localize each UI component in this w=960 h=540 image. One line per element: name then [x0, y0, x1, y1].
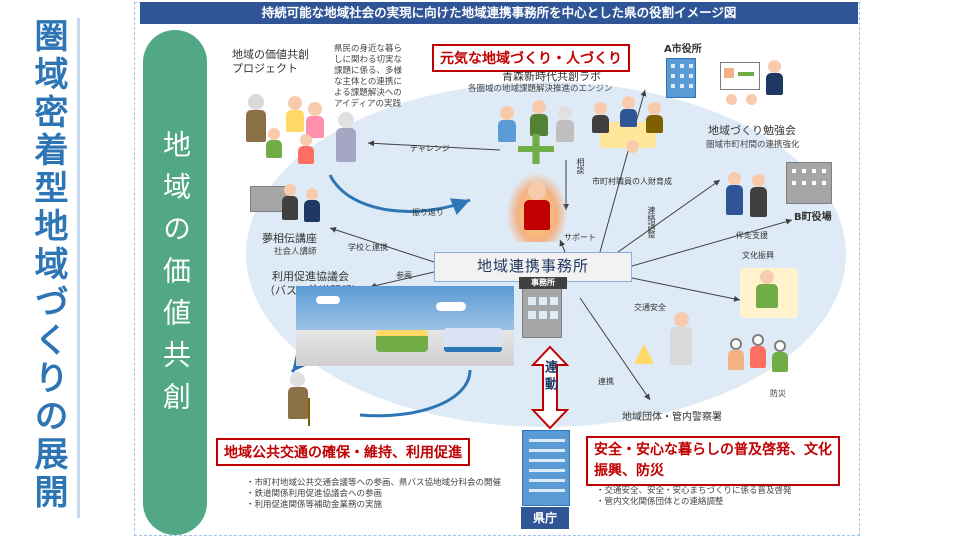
main-title: 圏域密着型地域づくりの展開 — [28, 18, 80, 518]
warning-sign-icon — [634, 344, 654, 364]
safety-bullet-list: ・交通安全、安全・安心まちづくりに係る普及啓発 ・管内文化関係団体との連絡調整 — [596, 486, 792, 508]
council-label: 利用促進協議会 — [272, 270, 349, 283]
value-cocreation-pillar: 地域の価値共創 — [143, 30, 207, 535]
coord-label: 連絡調整 — [647, 206, 656, 238]
heading-vitality: 元気な地域づくり・人づくり — [432, 44, 630, 72]
bus-train-scene — [296, 286, 514, 366]
aomori-lab-sublabel: 各圏域の地域課題解決推進のエンジン — [468, 84, 613, 94]
lab-members-illustration — [498, 100, 578, 170]
coop-label: 連携 — [598, 377, 614, 386]
staff-training-label: 市町村職員の人財育成 — [592, 177, 672, 186]
disaster-drill-illustration — [726, 334, 796, 384]
regional-office-building-icon: 事務所 — [519, 277, 567, 338]
aomori-lab-label: 青森新時代共創ラボ — [502, 70, 601, 83]
prefectural-office-icon — [522, 430, 570, 506]
motivated-staff-illustration — [506, 172, 568, 242]
study-group-sublabel: 圏域市町村間の連携強化 — [706, 140, 800, 150]
police-label: 地域団体・管内警察署 — [622, 412, 722, 423]
meeting-illustration — [590, 96, 666, 160]
bus-icon — [376, 330, 428, 352]
bullet-item: ・交通安全、安全・安心まちづくりに係る普及啓発 — [596, 486, 792, 496]
companion-label: 伴走支援 — [736, 231, 768, 240]
diagram-header: 持続可能な地域社会の実現に向けた地域連携事務所を中心とした県の役割イメージ図 — [140, 2, 858, 24]
culture-label: 文化振興 — [742, 251, 774, 260]
lecturer-illustration — [276, 184, 332, 224]
bullet-item: ・鉄道関係利用促進協議会への参画 — [246, 489, 383, 500]
office-sign: 事務所 — [519, 277, 567, 289]
reflection-label: 振り返り — [412, 208, 444, 217]
elderly-person-illustration — [284, 372, 312, 428]
heading-safety: 安全・安心な暮らしの普及啓発、文化振興、防災 — [586, 436, 840, 486]
residents-illustration — [238, 92, 368, 177]
companion-support-illustration — [722, 170, 774, 226]
disaster-label: 防災 — [770, 389, 786, 398]
yume-lecture-sublabel: 社会人講師 — [274, 247, 317, 257]
renkei-double-arrow — [531, 345, 569, 430]
a-city-label: A市役所 — [664, 44, 702, 55]
train-icon — [444, 328, 502, 352]
consult-label: 相談 — [576, 158, 585, 174]
yume-lecture-label: 夢相伝講座 — [262, 232, 317, 245]
traffic-officer-illustration — [630, 308, 700, 380]
heading-public-transport: 地域公共交通の確保・維持、利用促進 — [216, 438, 470, 466]
traffic-safety-label: 交通安全 — [634, 303, 666, 312]
support-label: サポート — [564, 233, 596, 242]
study-group-illustration — [720, 58, 790, 114]
school-coop-label: 学校と連携 — [348, 243, 388, 252]
transport-bullet-list: ・市町村地域公共交通会議等への参画、県バス協地域分科会の開催 ・鉄道関係利用促進… — [246, 478, 501, 511]
bullet-item: ・市町村地域公共交通会議等への参画、県バス協地域分科会の開催 — [246, 478, 502, 488]
value-project-label: 地域の価値共創 プロジェクト — [232, 48, 309, 75]
bullet-item: ・利用促進関係等補助金業務の実施 — [246, 500, 383, 511]
b-town-label: B町役場 — [794, 212, 832, 223]
participate-label: 参画 — [396, 271, 412, 280]
prefectural-office-label: 県庁 — [521, 507, 569, 529]
culture-illustration — [740, 262, 798, 324]
bullet-item: ・管内文化関係団体との連絡調整 — [596, 497, 724, 508]
renkei-label: 連動 — [542, 360, 557, 394]
study-group-label: 地域づくり勉強会 — [708, 124, 796, 137]
challenge-label: チャレンジ — [410, 144, 450, 153]
b-town-office-icon — [786, 162, 832, 204]
resident-note: 県民の身近な暮ら しに関わる切実な 課題に係る、多様 な主体との連携に よる課題… — [334, 44, 403, 110]
a-city-hall-icon — [666, 58, 696, 98]
